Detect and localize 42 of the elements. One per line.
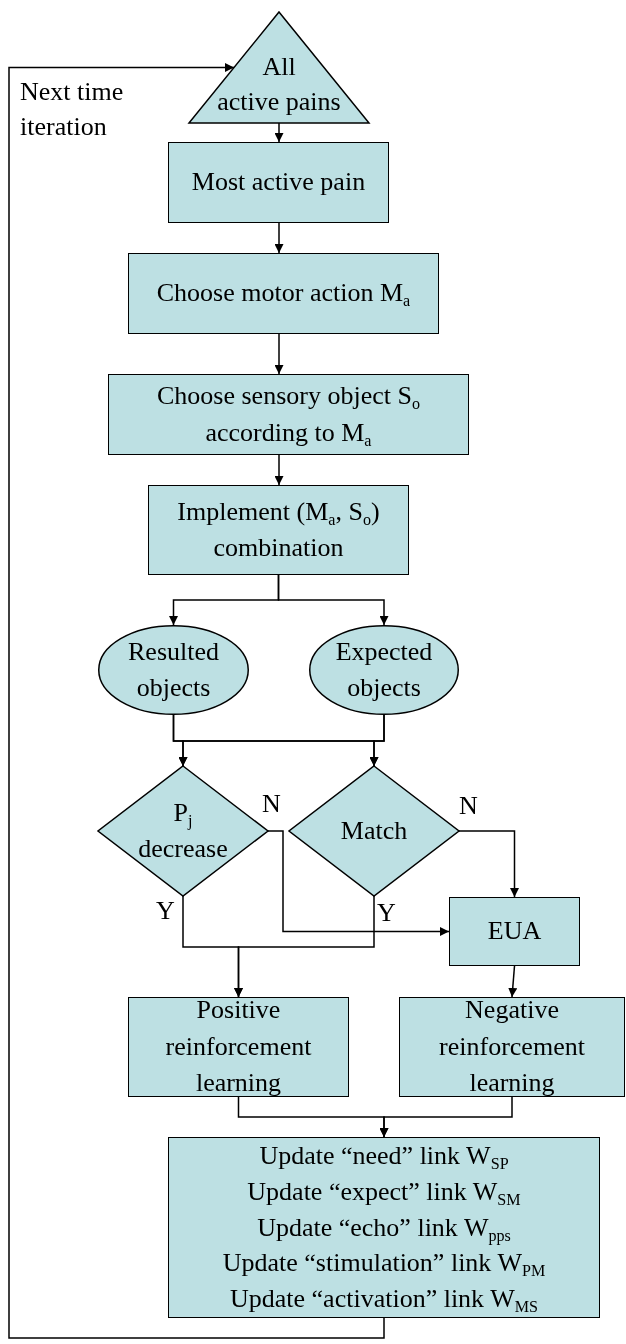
process-box	[108, 374, 469, 455]
node-label: Negative reinforcement learning	[438, 994, 586, 1100]
node-label: P$_{j}$ decrease	[137, 796, 229, 865]
data-ellipse	[98, 625, 249, 715]
node-label: Update “need” link W$_{SP}$	[259, 1139, 509, 1174]
node-label: Most active pain	[191, 166, 366, 199]
arrow	[508, 965, 518, 998]
node-label: Positive reinforcement learning	[164, 994, 313, 1100]
edge-label: Next time iteration	[20, 76, 125, 144]
arrow	[379, 1096, 513, 1138]
process-box	[128, 997, 349, 1097]
process-box	[168, 1137, 600, 1318]
node-label: EUA	[487, 915, 542, 948]
node-label: Resulted objects	[127, 635, 220, 704]
node-label: Choose sensory object S$_{o}$ according to M$_{a}$	[156, 380, 421, 451]
arrow	[277, 574, 389, 626]
arrow	[458, 830, 519, 898]
process-box	[399, 997, 625, 1097]
arrow	[369, 714, 385, 767]
arrow	[274, 122, 284, 143]
start-triangle	[189, 12, 369, 123]
node-label: Update “expect” link W$_{SM}$	[247, 1175, 521, 1210]
node-label: Update “activation” link W$_{MS}$	[230, 1283, 538, 1318]
data-ellipse	[309, 625, 459, 715]
node-label: Update “echo” link W$_{pps}$	[257, 1211, 511, 1246]
arrow	[274, 222, 284, 254]
arrow	[234, 895, 375, 998]
arrow	[274, 333, 284, 375]
process-box	[449, 897, 580, 966]
node-label: All active pains	[217, 52, 341, 116]
arrow	[8, 63, 385, 1339]
process-box	[168, 142, 389, 223]
arrow	[274, 454, 284, 486]
process-box	[128, 253, 439, 334]
arrow	[267, 830, 450, 936]
node-label: Implement (M$_{a}$, S$_{o}$) combination	[176, 495, 381, 564]
node-label: Match	[340, 814, 408, 847]
node-label: Update “stimulation” link W$_{PM}$	[222, 1247, 546, 1282]
node-label: Choose motor action M$_{a}$	[156, 277, 411, 312]
decision-diamond	[289, 766, 459, 896]
process-box	[148, 485, 409, 575]
node-label: Expected objects	[334, 635, 434, 704]
